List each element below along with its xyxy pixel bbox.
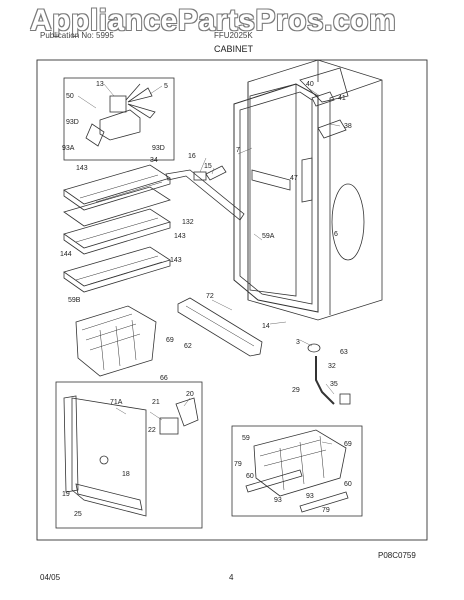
figure-code: P08C0759 [378, 551, 416, 560]
callout-20: 20 [186, 391, 194, 398]
model-number: FFU2025K [214, 31, 253, 40]
callout-22: 22 [148, 427, 156, 434]
wire-basket-left [75, 305, 157, 377]
callout-79-upper: 79 [234, 461, 242, 468]
callout-62: 62 [184, 343, 192, 350]
drain-cap [307, 343, 321, 353]
callout-32: 32 [328, 363, 336, 370]
control-panel-side [63, 395, 79, 493]
callout-15: 15 [204, 163, 212, 170]
thermostat-knob [193, 171, 207, 181]
callout-21: 21 [152, 399, 160, 406]
callout-143-low: 143 [170, 257, 182, 264]
callout-63: 63 [340, 349, 348, 356]
publication-number: Publication No: 5995 [40, 31, 114, 40]
callout-66: 66 [160, 375, 168, 382]
callout-143-mid: 143 [174, 233, 186, 240]
callout-60-lower: 60 [344, 481, 352, 488]
shelf-support-rail [251, 169, 291, 191]
callout-16: 16 [188, 153, 196, 160]
callout-25: 25 [74, 511, 82, 518]
callout-14: 14 [262, 323, 270, 330]
callout-34: 34 [150, 157, 158, 164]
door-gasket [239, 91, 313, 305]
kickplate-grille [177, 297, 263, 357]
basket-inset-box [231, 425, 363, 517]
callout-50: 50 [66, 93, 74, 100]
callout-35: 35 [330, 381, 338, 388]
basket-slide-rail-upper [245, 469, 303, 493]
callout-7: 7 [236, 147, 240, 154]
callout-144: 144 [60, 251, 72, 258]
callout-13: 13 [96, 81, 104, 88]
callout-93d-left: 93D [66, 119, 79, 126]
callout-18: 18 [122, 471, 130, 478]
light-switch [175, 397, 199, 427]
shelf-front-rail [165, 169, 245, 221]
callout-69-right: 69 [344, 441, 352, 448]
hinge-bracket [317, 119, 347, 139]
callout-72: 72 [206, 293, 214, 300]
fan-inset-box [63, 77, 175, 161]
callout-47: 47 [290, 175, 298, 182]
fan-motor [109, 95, 127, 113]
callout-132: 132 [182, 219, 194, 226]
fan-shroud-bracket [85, 123, 105, 147]
drain-hose [315, 356, 335, 405]
callout-59a: 59A [262, 233, 275, 240]
callout-93d-right: 93D [152, 145, 165, 152]
callout-38: 38 [344, 123, 352, 130]
cabinet-rail [301, 157, 313, 203]
diagram-frame [36, 59, 428, 541]
light-housing [159, 417, 179, 435]
callout-93-right: 93 [306, 493, 314, 500]
callout-5: 5 [164, 83, 168, 90]
control-panel [71, 397, 147, 517]
fan-blade [125, 83, 156, 119]
callout-71a: 71A [110, 399, 123, 406]
callout-79-lower: 79 [322, 507, 330, 514]
top-cap [299, 67, 349, 103]
section-title: CABINET [214, 44, 254, 54]
callout-59b: 59B [68, 297, 81, 304]
callout-60-upper: 60 [246, 473, 254, 480]
fan-motor-bracket [99, 109, 141, 141]
callout-6: 6 [334, 231, 338, 238]
control-knob [99, 455, 109, 465]
basket-slide-rail-lower [299, 491, 349, 513]
wire-shelves [63, 164, 171, 293]
thermostat-housing [205, 165, 227, 181]
wire-basket-right [253, 429, 347, 497]
footer-page-number: 4 [229, 573, 234, 582]
callout-59: 59 [242, 435, 250, 442]
callout-41: 41 [338, 95, 346, 102]
cabinet-body [247, 59, 383, 321]
drain-pan [339, 393, 351, 405]
cabinet-side-panel-pattern [331, 183, 365, 261]
callout-29: 29 [292, 387, 300, 394]
callout-93a: 93A [62, 145, 75, 152]
control-panel-inset-box [55, 381, 203, 529]
door-frame [233, 83, 319, 313]
callout-143-top: 143 [76, 165, 88, 172]
control-panel-trim [75, 483, 143, 511]
hinge-top [311, 91, 335, 107]
callout-69-left: 69 [166, 337, 174, 344]
callout-40: 40 [306, 81, 314, 88]
cabinet-liner-back [249, 83, 297, 297]
callout-93-left: 93 [274, 497, 282, 504]
watermark-logo: AppliancePartsPros.com [30, 4, 397, 37]
page-header: AppliancePartsPros.com Publication No: 5… [0, 0, 464, 60]
callout-19: 19 [62, 491, 70, 498]
callout-3: 3 [296, 339, 300, 346]
footer-date: 04/05 [40, 573, 61, 582]
